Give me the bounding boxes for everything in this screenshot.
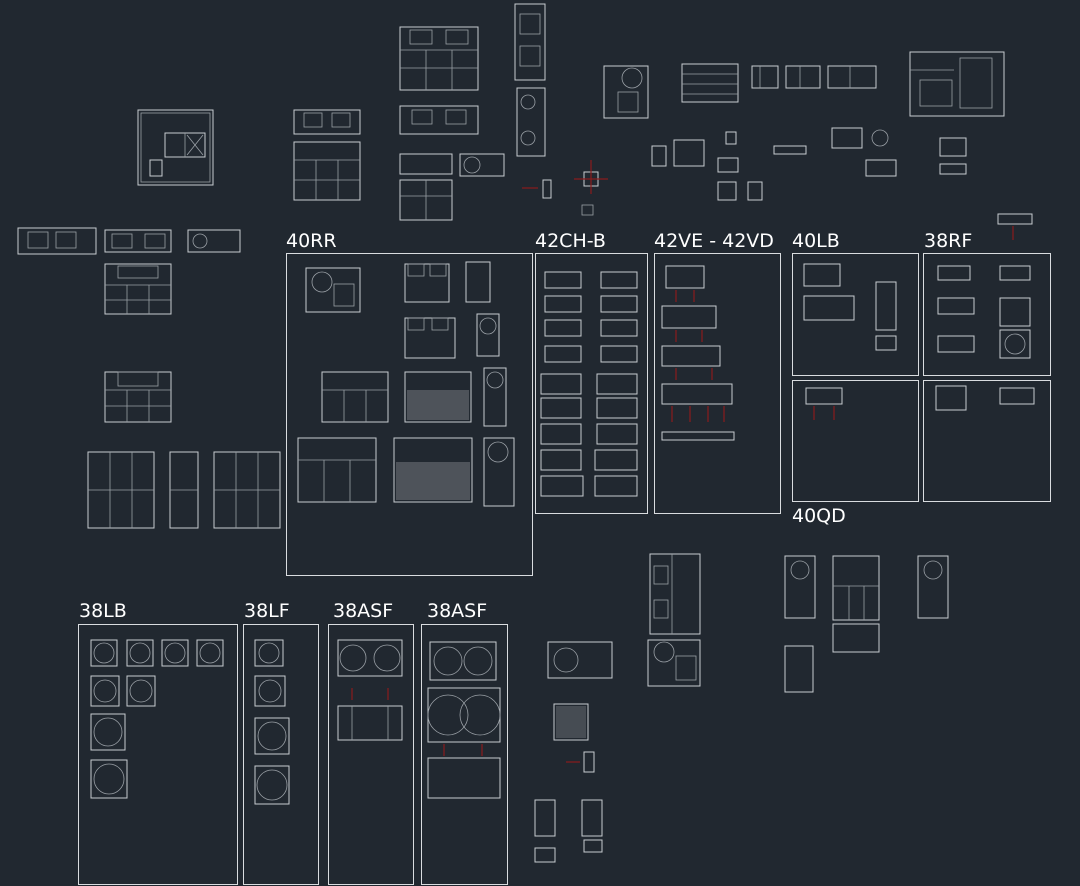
group-label-40rr: 40RR [286,230,337,252]
group-content-38asf-2[interactable] [427,641,501,799]
frame-38lb [78,624,238,885]
group-label-38lb: 38LB [79,600,127,622]
group-content-40lb[interactable] [803,263,897,351]
group-label-38asf-2: 38ASF [427,600,487,622]
unit-drawing-mid-right[interactable] [784,555,949,693]
frame-38lf [243,624,319,885]
frame-42ch-b [535,253,648,514]
group-content-42ve-42vd[interactable] [661,265,735,441]
unit-drawing-top-center-a[interactable] [399,26,479,135]
frame-40rr [286,253,533,576]
frame-38rf [923,253,1051,376]
unit-drawing-coil-row[interactable] [751,65,877,89]
frame-40lb [792,253,919,376]
group-label-38rf: 38RF [924,230,972,252]
group-content-38lf[interactable] [254,639,290,805]
unit-drawing-control-panel[interactable] [681,63,739,103]
group-content-38rf[interactable] [937,265,1031,359]
unit-drawing-left-tall-units[interactable] [87,451,281,529]
unit-drawing-small-parts[interactable] [522,160,608,216]
unit-drawing-top-center-c[interactable] [399,153,505,221]
unit-drawing-top-right[interactable] [909,51,1005,117]
unit-drawing-top-vertical[interactable] [514,3,546,157]
unit-drawing-left-row[interactable] [17,227,241,255]
unit-drawing-bottom-center[interactable] [534,641,613,863]
unit-drawing-top-center-b[interactable] [293,109,361,201]
group-content-38asf-1[interactable] [337,639,403,741]
unit-drawing-fan-module[interactable] [603,65,649,119]
frame-42ve-42vd [654,253,781,514]
unit-drawing-left-box-a[interactable] [104,263,172,315]
group-label-38lf: 38LF [244,600,290,622]
frame-40qd-a [792,380,919,502]
frame-38asf-1 [328,624,414,885]
group-label-38asf-1: 38ASF [333,600,393,622]
unit-drawing-top-left[interactable] [137,109,214,186]
frame-40qd-b [923,380,1051,502]
unit-drawing-misc-parts[interactable] [651,127,1033,240]
unit-drawing-left-box-b[interactable] [104,371,172,423]
unit-drawing-mid-tall[interactable] [647,553,701,687]
group-content-40rr[interactable] [297,261,515,507]
group-label-40lb: 40LB [792,230,840,252]
group-label-42ch-b: 42CH-B [535,230,606,252]
group-content-40qd[interactable] [805,385,1035,420]
group-label-42ve-42vd: 42VE - 42VD [654,230,774,252]
frame-38asf-2 [421,624,508,885]
group-label-40qd: 40QD [792,505,846,527]
group-content-38lb[interactable] [90,639,224,799]
group-content-42ch-b[interactable] [540,271,638,497]
